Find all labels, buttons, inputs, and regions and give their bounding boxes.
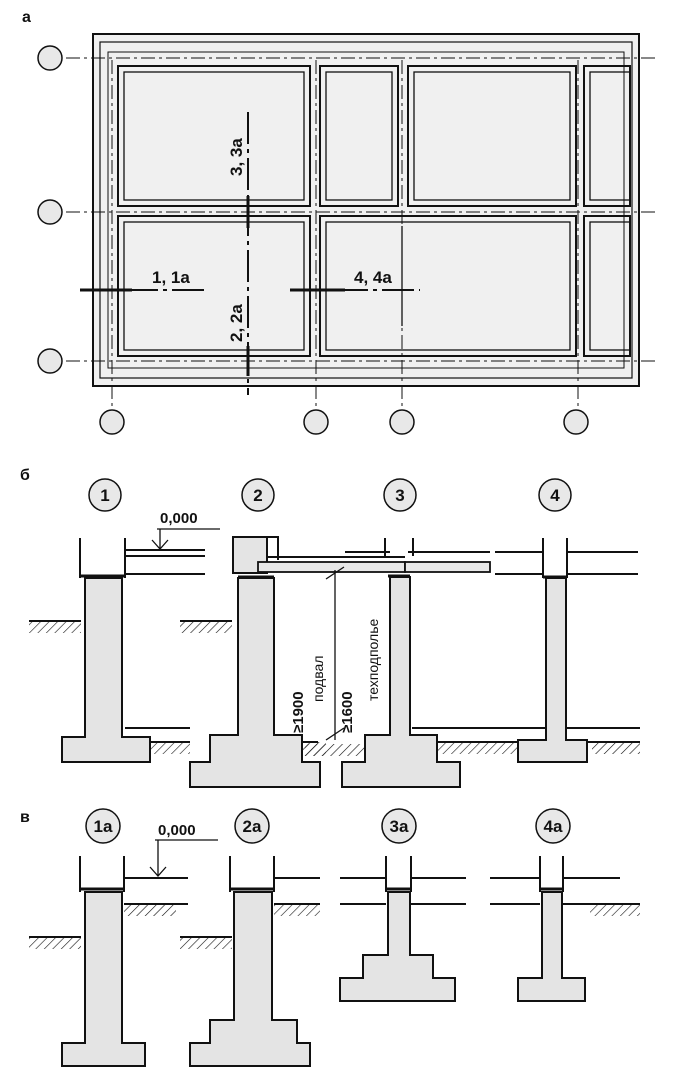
part-label-a: а xyxy=(22,9,31,26)
section-bubble-1a xyxy=(85,808,121,844)
section-2a xyxy=(180,856,320,1067)
section-bubble-label-3a: 3а xyxy=(390,817,409,836)
axis-bubble xyxy=(389,409,415,435)
elevation-label-b: 0,000 xyxy=(160,510,198,527)
section-bubble-4 xyxy=(538,478,572,512)
section-bubble-label-2: 2 xyxy=(253,486,262,505)
elevation-label-v: 0,000 xyxy=(158,822,196,839)
section-1 xyxy=(29,538,205,763)
section-bubble-2 xyxy=(241,478,275,512)
axis-bubble xyxy=(37,348,63,374)
section-bubble-label-4: 4 xyxy=(550,486,560,505)
elevation-mark-b xyxy=(151,528,220,550)
section-3a xyxy=(339,856,466,1002)
depth-dimension xyxy=(325,566,345,741)
section-bubble-label-3: 3 xyxy=(395,486,404,505)
axis-bubble xyxy=(99,409,125,435)
section-mark-3: 3, 3а xyxy=(227,138,246,176)
crawl-depth: ≥1600 xyxy=(339,691,356,733)
section-3 xyxy=(305,538,640,788)
foundation-plan xyxy=(37,33,655,435)
basement-label: подвал xyxy=(310,656,326,702)
section-bubble-3a xyxy=(381,808,417,844)
axis-bubble xyxy=(37,45,63,71)
axis-bubble xyxy=(303,409,329,435)
basement-depth: ≥1900 xyxy=(290,691,307,733)
axis-bubble xyxy=(563,409,589,435)
section-bubble-3 xyxy=(383,478,417,512)
section-bubble-label-2a: 2а xyxy=(243,817,262,836)
section-bubble-label-4a: 4а xyxy=(544,817,563,836)
section-bubble-1 xyxy=(88,478,122,512)
section-bubble-2a xyxy=(234,808,270,844)
axis-bubble xyxy=(37,199,63,225)
crawl-label: техподполье xyxy=(365,619,381,701)
section-bubble-label-1: 1 xyxy=(100,486,109,505)
part-label-v: в xyxy=(20,809,30,826)
section-4a xyxy=(490,856,640,1002)
section-4 xyxy=(495,538,640,763)
section-bubble-4a xyxy=(535,808,571,844)
section-mark-2: 2, 2а xyxy=(227,304,246,342)
section-mark-1: 1, 1а xyxy=(152,268,190,287)
section-2 xyxy=(180,536,406,788)
section-mark-4: 4, 4а xyxy=(354,268,392,287)
part-label-b: б xyxy=(20,467,30,484)
section-1a xyxy=(29,856,188,1067)
elevation-mark-v xyxy=(149,839,218,877)
section-bubble-label-1a: 1а xyxy=(94,817,113,836)
